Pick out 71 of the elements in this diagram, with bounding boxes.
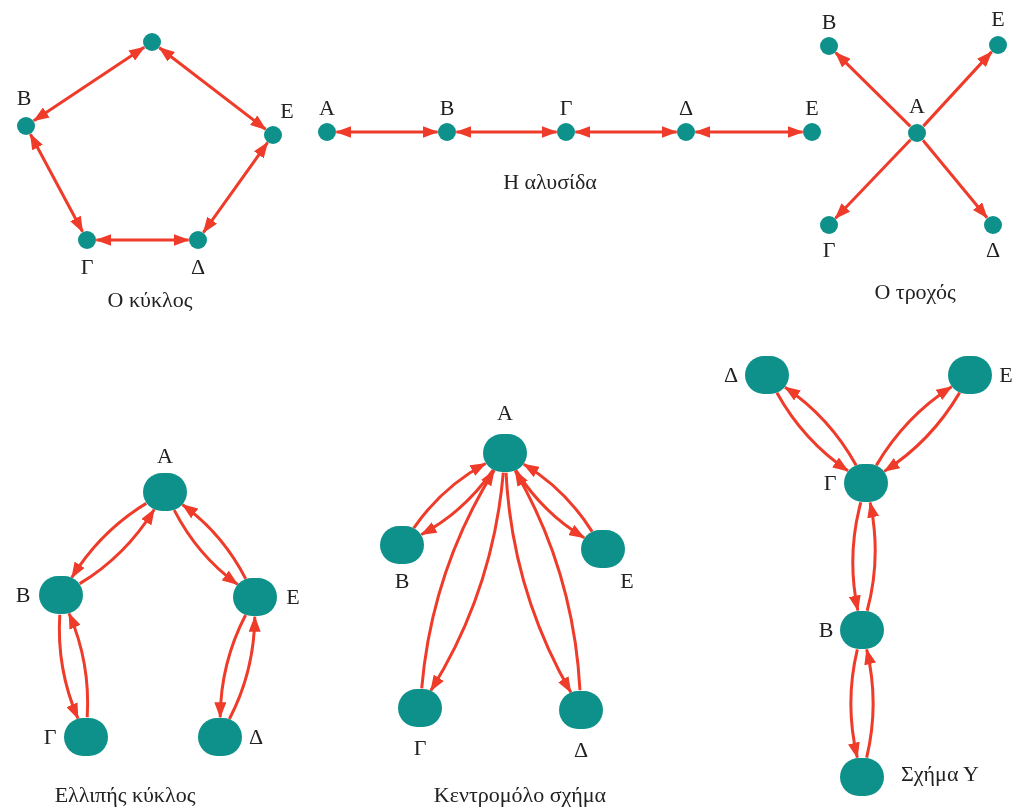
arrow (883, 391, 961, 473)
arrow (864, 648, 876, 758)
node-letter: Α (496, 400, 514, 426)
node-letter: Δ (984, 237, 1002, 263)
arrow (412, 462, 487, 529)
node-letter: Ε (285, 584, 301, 610)
arrow (834, 51, 912, 128)
arrow (522, 463, 594, 533)
arrow (875, 385, 953, 467)
diagram-caption: Ο τροχός (874, 279, 956, 305)
node-letter: Γ (822, 470, 838, 496)
arrow (32, 45, 146, 123)
arrow (70, 502, 148, 579)
arrow (202, 141, 269, 234)
arrow (775, 392, 849, 473)
node-letter: Β (438, 95, 456, 121)
node-letter: Ε (990, 6, 1006, 32)
arrow (504, 472, 573, 694)
node-letter: Β (817, 617, 835, 643)
diagram-caption: Κεντρομόλο σχήμα (433, 782, 607, 808)
node-letter: Γ (821, 237, 837, 263)
arrow (57, 614, 80, 720)
diagram-caption: Ο κύκλος (107, 287, 193, 313)
node-letter: Δ (572, 737, 590, 763)
diagram-caption: Η αλυσίδα (503, 169, 597, 195)
node-letter: Ε (998, 362, 1014, 388)
node-letter: Δ (247, 724, 265, 750)
node-letter: Γ (79, 254, 95, 280)
arrow (335, 126, 439, 138)
node-letter: Ε (279, 98, 295, 124)
arrow (574, 126, 678, 138)
arrow (921, 139, 989, 219)
arrow (214, 614, 247, 719)
node-letter: Β (15, 85, 33, 111)
arrow (78, 508, 156, 585)
node-letter: Β (393, 568, 411, 594)
arrow (420, 469, 496, 689)
arrow (158, 46, 267, 131)
arrow (228, 615, 261, 720)
arrow (95, 234, 190, 246)
node-letter: Β (820, 9, 838, 35)
arrow (922, 50, 993, 128)
arrow (67, 612, 90, 718)
node-letter: Α (156, 443, 174, 469)
arrow (29, 133, 84, 233)
node-letter: Γ (558, 95, 574, 121)
node-letter: Γ (412, 735, 428, 761)
arrow (865, 501, 879, 612)
arrow (181, 503, 248, 580)
node-letter: Α (318, 95, 336, 121)
node-letter: Δ (677, 95, 695, 121)
diagram-caption: Σχήμα Υ (901, 761, 979, 787)
arrow (834, 138, 912, 220)
arrow (172, 509, 239, 586)
node-letter: Α (908, 93, 926, 119)
arrow (784, 385, 858, 466)
node-letter: Β (14, 582, 32, 608)
arrow (455, 126, 558, 138)
arrow (514, 469, 586, 539)
node-letter: Ε (804, 95, 820, 121)
node-letter: Γ (42, 724, 58, 750)
node-letter: Ε (619, 568, 635, 594)
arrow (513, 469, 582, 691)
node-letter: Δ (189, 254, 207, 280)
arrow (429, 472, 505, 692)
arrow (420, 469, 495, 536)
arrow (694, 126, 804, 138)
arrow (848, 649, 860, 759)
diagram-caption: Ελλιπής κύκλος (54, 782, 196, 808)
arrow (849, 501, 863, 612)
node-letter: Δ (722, 362, 740, 388)
